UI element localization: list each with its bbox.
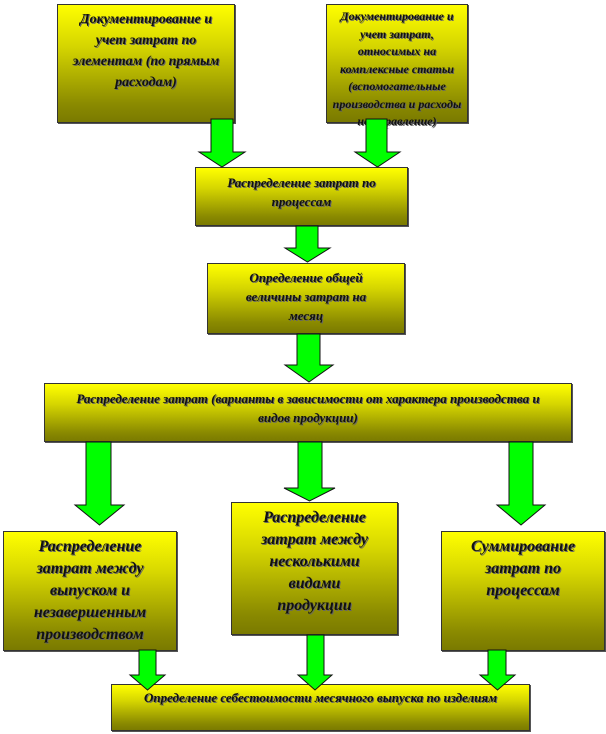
box-text: Документирование и учет затрат, относимы…	[332, 9, 462, 128]
down-arrow-icon	[296, 634, 334, 691]
box-by-process: Распределение затрат по процессам	[195, 167, 408, 226]
down-arrow-icon	[283, 441, 336, 502]
down-arrow-icon	[73, 441, 126, 526]
box-product-types: Распределение затрат между несколькими в…	[231, 502, 398, 635]
box-sum-processes: Суммирование затрат по процессам	[441, 531, 605, 651]
down-arrow-icon	[283, 333, 335, 383]
box-complex-costs: Документирование и учет затрат, относимы…	[326, 4, 468, 128]
box-unit-cost: Определение себестоимости месячного выпу…	[111, 684, 530, 731]
box-text: Суммирование затрат по процессам	[470, 538, 576, 599]
box-direct-costs: Документирование и учет затрат по элемен…	[57, 4, 235, 123]
box-text: Документирование и учет затрат по элемен…	[72, 12, 220, 90]
down-arrow-icon	[495, 441, 547, 526]
box-text: Распределение затрат между выпуском и не…	[33, 538, 147, 643]
box-text: Определение себестоимости месячного выпу…	[143, 690, 498, 705]
box-text: Распределение затрат между несколькими в…	[261, 509, 368, 614]
box-monthly-total: Определение общей величины затрат на мес…	[207, 263, 405, 334]
box-output-wip: Распределение затрат между выпуском и не…	[3, 531, 177, 651]
box-text: Распределение затрат по процессам	[227, 175, 376, 209]
box-text: Распределение затрат (варианты в зависим…	[76, 391, 540, 425]
down-arrow-icon	[197, 118, 247, 168]
down-arrow-icon	[283, 225, 332, 263]
box-text: Определение общей величины затрат на мес…	[245, 270, 367, 323]
box-distribution-variants: Распределение затрат (варианты в зависим…	[44, 383, 572, 442]
